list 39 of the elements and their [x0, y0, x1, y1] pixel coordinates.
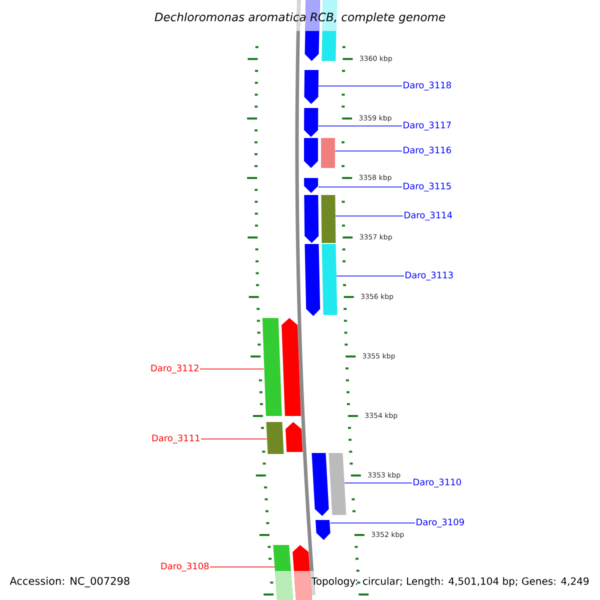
gene-label: Daro_3113 [406, 272, 453, 280]
gene-bar [322, 244, 338, 315]
leader-line [334, 150, 402, 152]
gene-label: Daro_3112 [151, 364, 198, 374]
gene-bar [328, 453, 346, 515]
gene-block [304, 195, 319, 243]
gene-bar [321, 195, 336, 243]
gene-label: Daro_3115 [404, 182, 451, 192]
gene-label: Daro_3111 [152, 434, 200, 444]
leader-line [318, 186, 402, 188]
leader-line [330, 522, 416, 524]
gene-bar [321, 138, 336, 168]
gene-block [304, 244, 320, 316]
leader-line [210, 566, 276, 568]
gene-label: Daro_3110 [414, 478, 461, 488]
gene-label: Daro_3117 [404, 122, 451, 130]
gene-label: Daro_3114 [404, 212, 452, 220]
gene-label: Daro_3116 [404, 146, 451, 156]
gene-block [286, 422, 303, 452]
gene-block [304, 178, 318, 193]
gene-block [316, 520, 330, 540]
gene-block [304, 70, 319, 104]
gene-block [304, 138, 318, 168]
gene-label: Daro_3109 [416, 518, 464, 528]
gene-bar [273, 545, 294, 600]
gene-label: Daro_3118 [404, 82, 451, 90]
gene-block [292, 545, 312, 600]
gene-block [312, 453, 329, 516]
leader-line [200, 368, 264, 370]
gene-block [304, 108, 318, 137]
gene-bar [266, 422, 284, 454]
genome-info-text: Topology: circular; Length: 4,501,104 bp; Genes: 4,249 [311, 577, 589, 587]
gene-bar [262, 318, 282, 416]
leader-line [344, 482, 412, 484]
gene-label: Daro_3108 [161, 562, 209, 572]
gene-block [282, 318, 301, 416]
title: Dechloromonas aromatica RCB, complete genome [154, 12, 446, 24]
leader-line [200, 438, 268, 440]
accession-text: Accession: NC_007298 [10, 576, 130, 588]
